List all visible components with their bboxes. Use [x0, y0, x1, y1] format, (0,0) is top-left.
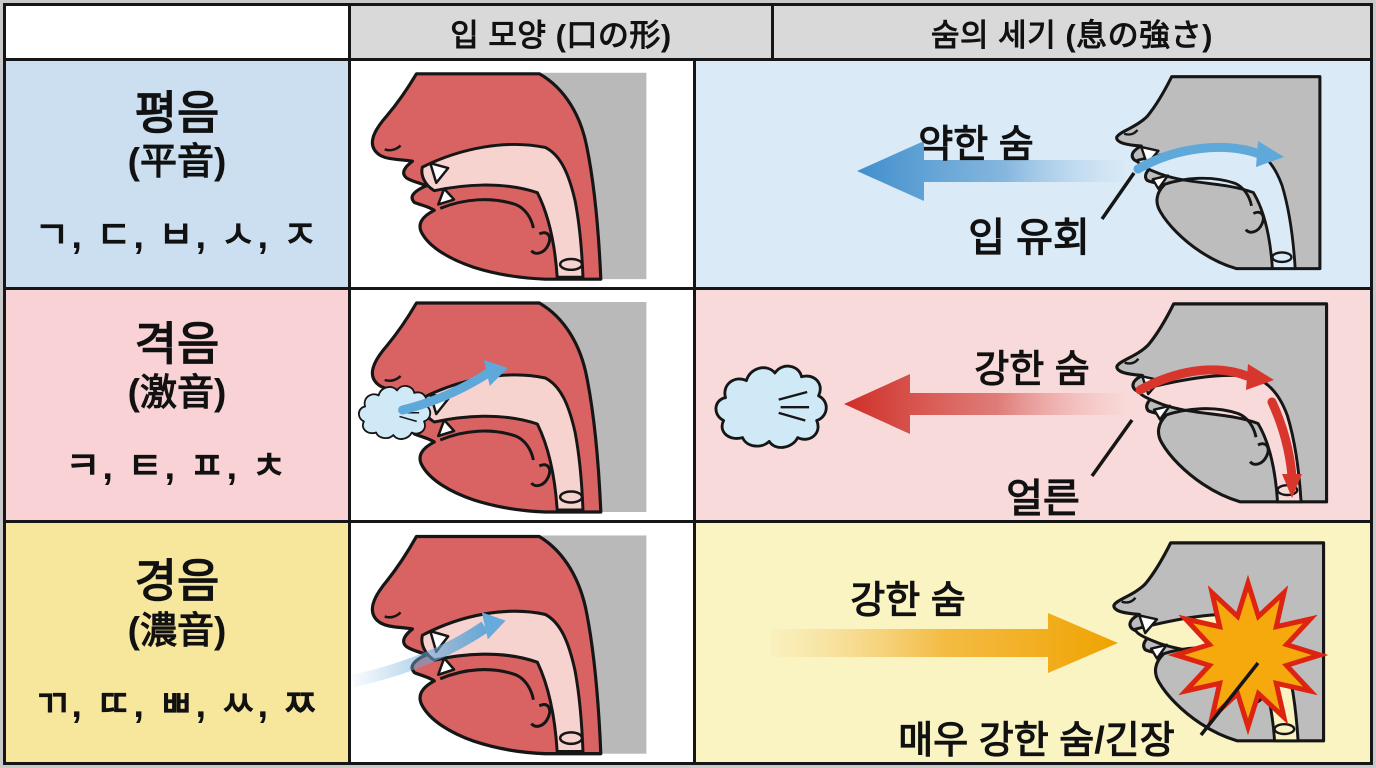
- breath-diagram-plain: [857, 75, 1322, 271]
- row-plain-breath-cell: 약한 숨 입 유회: [696, 61, 1370, 287]
- row-tense-consonants: ㄲ, ㄸ, ㅃ, ㅆ, ㅉ: [34, 683, 320, 726]
- mouth-diagram-tense: [351, 533, 649, 756]
- tense-note-label: 매우 강한 숨/긴장: [898, 720, 1175, 762]
- header-breath-strength: 숨의 세기 (息の強さ): [774, 6, 1370, 58]
- burst-icon: [1167, 574, 1329, 736]
- header-mouth-shape: 입 모양 (口の形): [351, 6, 771, 58]
- note-leader-line: [1199, 661, 1260, 737]
- row-aspirated-mouth-cell: [351, 290, 693, 520]
- weak-breath-label: 약한 숨: [918, 124, 1034, 166]
- row-plain-category-cell: 평음 (平音) ㄱ, ㄷ, ㅂ, ㅅ, ㅈ: [6, 61, 348, 287]
- header-mouth-shape-label: 입 모양 (口の形): [450, 17, 672, 53]
- note-leader-line: [1100, 172, 1136, 220]
- row-plain-hanja: (平音): [127, 141, 227, 183]
- row-tense-category-cell: 경음 (濃音) ㄲ, ㄸ, ㅃ, ㅆ, ㅉ: [6, 523, 348, 762]
- airflow-arrow-plain: [1133, 141, 1284, 174]
- aspirated-note-label: 얼른: [1006, 477, 1080, 520]
- strong-breath-arrow: [844, 374, 1124, 434]
- row-aspirated-category-cell: 격음 (激音) ㅋ, ㅌ, ㅍ, ㅊ: [6, 290, 348, 520]
- tense-breath-label: 강한 숨: [850, 580, 966, 622]
- row-aspirated-breath-cell: 강한 숨 얼른: [696, 290, 1370, 520]
- puff-cloud-icon: [714, 364, 828, 449]
- row-aspirated-name: 격음: [134, 317, 220, 370]
- airflow-arrow-tense: [351, 612, 506, 688]
- row-tense-breath-cell: 강한 숨 매우 강한 숨/긴장: [696, 523, 1370, 762]
- header-breath-strength-label: 숨의 세기 (息の強さ): [931, 17, 1213, 53]
- airflow-arrow-aspirated: [398, 360, 508, 415]
- mouth-diagram-plain: [370, 71, 648, 281]
- breath-diagram-tense: [771, 541, 1329, 743]
- breath-diagram-aspirated: [714, 302, 1329, 504]
- airflow-arrow-aspirated-internal: [1135, 364, 1302, 498]
- weak-breath-arrow: [857, 141, 1124, 201]
- row-plain-name: 평음: [134, 86, 220, 139]
- row-plain-mouth-cell: [351, 61, 693, 287]
- note-leader-line: [1090, 418, 1134, 478]
- puff-cloud-icon-small: [357, 384, 432, 440]
- strong-breath-label: 강한 숨: [974, 349, 1090, 391]
- plain-note-label: 입 유회: [968, 216, 1090, 260]
- row-tense-hanja: (濃音): [127, 609, 227, 651]
- head-profile-plain: [1115, 75, 1322, 271]
- row-aspirated-hanja: (激音): [127, 372, 227, 414]
- row-tense-mouth-cell: [351, 523, 693, 762]
- row-tense-name: 경음: [134, 555, 220, 608]
- header-corner-cell: [6, 6, 348, 58]
- mouth-diagram-aspirated: [357, 300, 649, 514]
- row-plain-consonants: ㄱ, ㄷ, ㅂ, ㅅ, ㅈ: [34, 215, 320, 258]
- tense-breath-arrow: [771, 613, 1118, 673]
- row-aspirated-consonants: ㅋ, ㅌ, ㅍ, ㅊ: [65, 446, 289, 489]
